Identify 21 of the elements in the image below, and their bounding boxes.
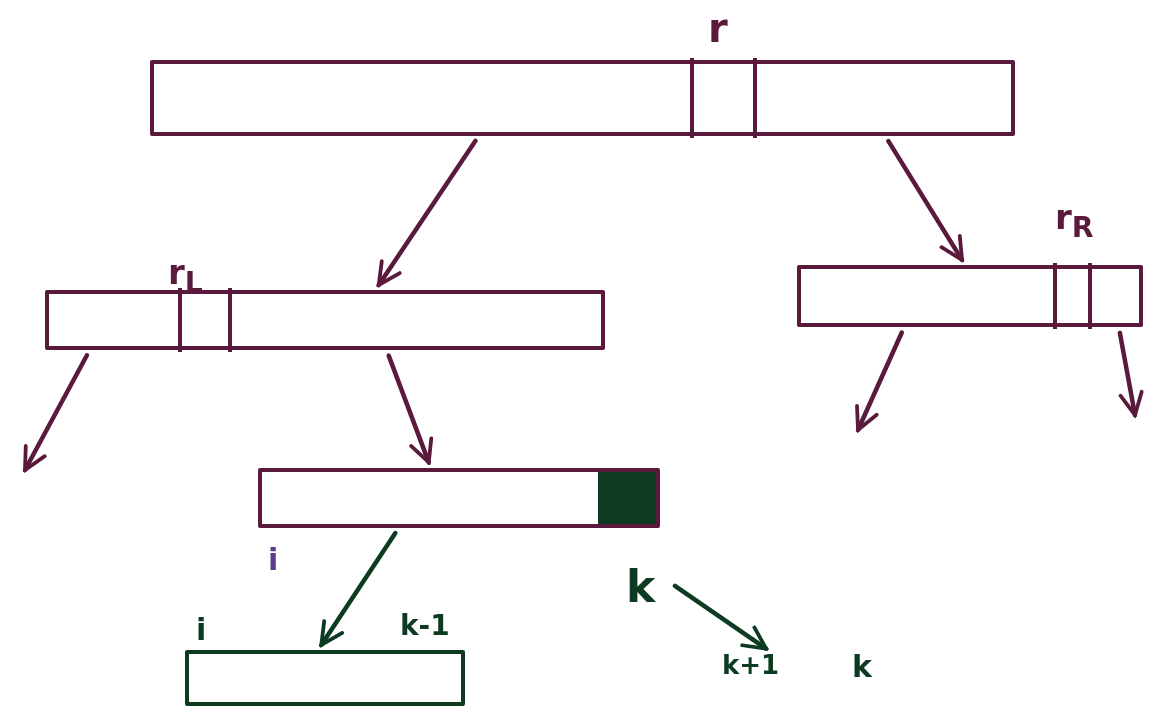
arrow bbox=[22, 353, 90, 473]
array-bar bbox=[185, 650, 465, 706]
index-label: i bbox=[196, 615, 207, 645]
array-bar bbox=[258, 468, 660, 528]
arrow bbox=[1117, 330, 1144, 418]
index-label: i bbox=[268, 545, 279, 575]
array-bar bbox=[45, 290, 605, 350]
arrow bbox=[886, 138, 965, 263]
index-label: k bbox=[852, 652, 872, 682]
index-label: k-1 bbox=[400, 612, 450, 640]
arrow bbox=[376, 138, 478, 288]
array-bar bbox=[150, 60, 1015, 136]
index-label: r$_{R}$ bbox=[1055, 200, 1094, 243]
arrow bbox=[386, 353, 434, 465]
arrow bbox=[319, 530, 398, 648]
arrow bbox=[672, 583, 769, 651]
index-label: r bbox=[708, 8, 728, 48]
arrow bbox=[855, 330, 905, 433]
index-label: k+1 bbox=[722, 652, 781, 678]
index-label: k bbox=[626, 565, 657, 609]
array-bar bbox=[797, 265, 1143, 327]
